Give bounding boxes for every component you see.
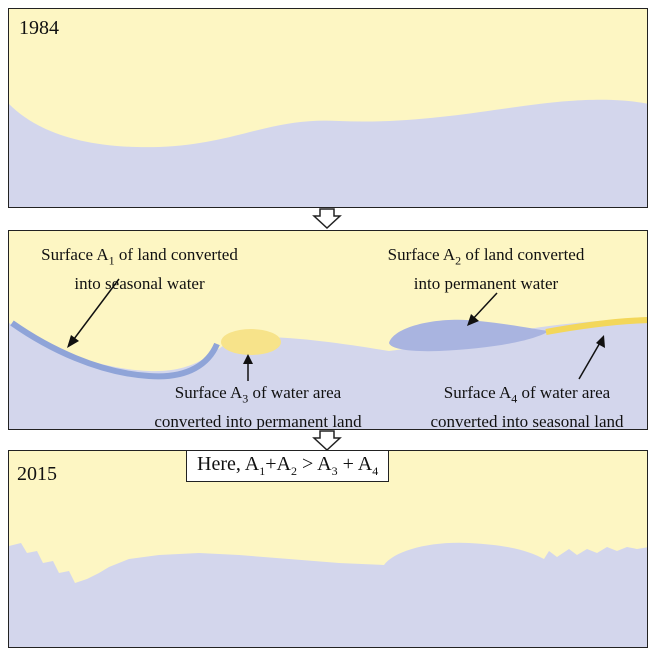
- pointer-a4: [578, 340, 602, 380]
- permanent-land-patch: [221, 329, 281, 355]
- panel-2015: 2015: [8, 450, 648, 648]
- label-a4: Surface A4 of water area converted into …: [430, 383, 624, 430]
- down-arrow-icon: [312, 430, 342, 452]
- formula-box: Here, A1+A2 > A3 + A4: [186, 450, 390, 482]
- permanent-water-patch: [389, 319, 549, 352]
- year-label-2015: 2015: [17, 463, 57, 485]
- panel-change: Surface A1 of land converted into season…: [8, 230, 648, 430]
- seasonal-land-strip: [545, 317, 647, 335]
- pointer-a1: [70, 278, 120, 344]
- water-area-2015: [9, 542, 647, 647]
- seasonal-water-strip: [10, 320, 220, 380]
- year-label-1984: 1984: [19, 17, 59, 39]
- label-a1: Surface A1 of land converted into season…: [41, 245, 238, 294]
- label-a3: Surface A3 of water area converted into …: [154, 383, 362, 430]
- arrowhead-icon: [467, 314, 479, 326]
- panel-1984: 1984: [8, 8, 648, 208]
- shoreline-2015: [9, 542, 647, 647]
- arrowhead-icon: [67, 335, 79, 348]
- arrowhead-icon: [596, 335, 605, 348]
- arrowhead-icon: [243, 354, 253, 364]
- water-area-1984: [9, 99, 647, 207]
- change-diagram: [9, 278, 647, 429]
- label-a2: Surface A2 of land converted into perman…: [387, 245, 585, 294]
- shoreline-1984: [9, 99, 647, 207]
- pointer-a2: [470, 292, 498, 322]
- down-arrow-icon: [312, 208, 342, 230]
